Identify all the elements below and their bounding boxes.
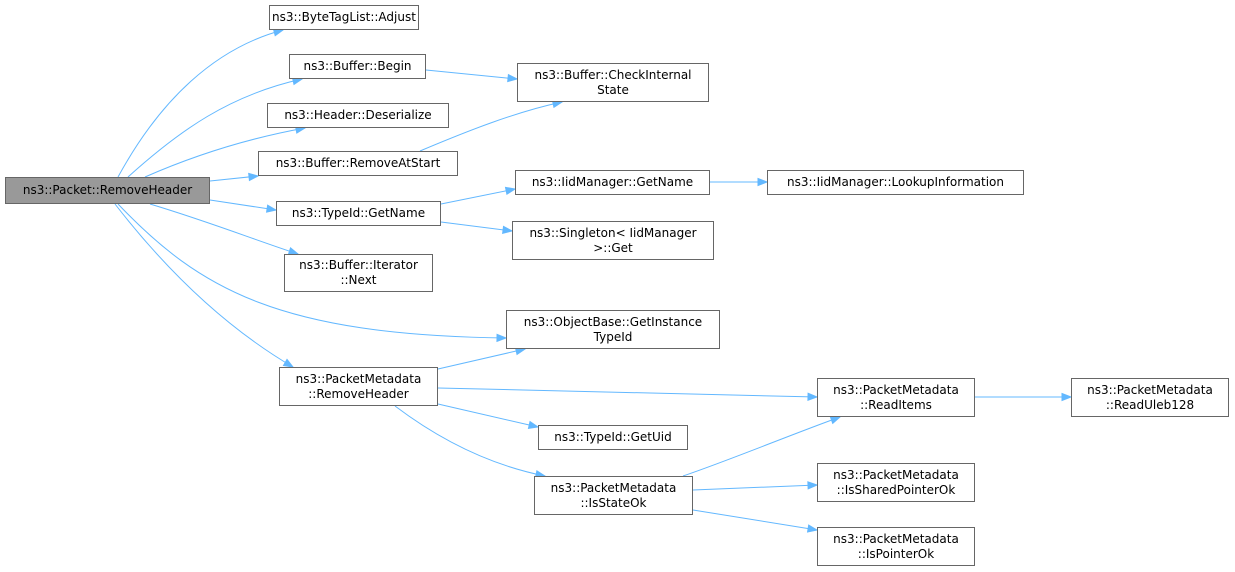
node-bytetaglist-adjust[interactable]: ns3::ByteTagList::Adjust (269, 5, 419, 30)
node-typeid-getuid[interactable]: ns3::TypeId::GetUid (538, 425, 688, 450)
node-packet-removeheader: ns3::Packet::RemoveHeader (5, 177, 210, 204)
node-iidmanager-getname[interactable]: ns3::IidManager::GetName (515, 170, 710, 195)
node-packetmetadata-readitems[interactable]: ns3::PacketMetadata ::ReadItems (817, 378, 975, 417)
node-packetmetadata-isstateok[interactable]: ns3::PacketMetadata ::IsStateOk (534, 476, 693, 515)
arrowhead (248, 172, 260, 182)
arrowhead (527, 420, 540, 429)
node-singleton-iidmanager-get[interactable]: ns3::Singleton< IidManager >::Get (512, 221, 714, 260)
edge-root-to-pm_remove (114, 203, 295, 368)
arrowhead (504, 186, 517, 196)
edge-pm_remove-to-ob_getinst (437, 347, 527, 370)
node-iidmanager-lookupinformation[interactable]: ns3::IidManager::LookupInformation (767, 170, 1024, 195)
edge-pm_remove-to-pm_isstateok (394, 405, 547, 479)
arrowhead (502, 225, 514, 235)
arrowhead (496, 333, 508, 343)
node-buffer-checkinternalstate[interactable]: ns3::Buffer::CheckInternal State (517, 63, 709, 102)
arrowhead (806, 524, 819, 533)
node-packetmetadata-readuleb128[interactable]: ns3::PacketMetadata ::ReadUleb128 (1071, 378, 1229, 417)
arrowhead (265, 204, 278, 213)
edge-root-to-ob_getinst (117, 203, 508, 343)
arrowhead (507, 73, 519, 83)
node-packetmetadata-issharedpointerok[interactable]: ns3::PacketMetadata ::IsSharedPointerOk (817, 463, 975, 502)
arrowhead (282, 358, 295, 368)
edge-root-to-buf_begin (127, 76, 304, 178)
node-packetmetadata-ispointerok[interactable]: ns3::PacketMetadata ::IsPointerOk (817, 527, 975, 566)
node-packetmetadata-removeheader[interactable]: ns3::PacketMetadata ::RemoveHeader (279, 367, 438, 406)
node-objectbase-getinstancetypeid[interactable]: ns3::ObjectBase::GetInstance TypeId (506, 310, 720, 349)
edge-iid_getname-to-iid_lookup (710, 177, 769, 187)
edge-pm_remove-to-pm_readitems (437, 387, 819, 402)
node-buffer-removeatstart[interactable]: ns3::Buffer::RemoveAtStart (258, 151, 458, 176)
node-buffer-iterator-next[interactable]: ns3::Buffer::Iterator ::Next (284, 254, 433, 292)
edge-pm_remove-to-tid_getuid (437, 403, 540, 429)
edge-pm_isstateok-to-pm_isshared (692, 481, 819, 491)
node-header-deserialize[interactable]: ns3::Header::Deserialize (267, 103, 449, 128)
arrowhead (807, 481, 819, 490)
edge-root-to-buf_remove (209, 172, 260, 182)
node-typeid-getname[interactable]: ns3::TypeId::GetName (276, 201, 441, 226)
edge-buf_begin-to-buf_check (425, 69, 519, 83)
node-buffer-begin[interactable]: ns3::Buffer::Begin (289, 54, 426, 79)
arrowhead (807, 392, 819, 402)
edge-pm_isstateok-to-pm_ispointer (692, 509, 819, 533)
edge-root-to-tid_getname (209, 199, 278, 213)
arrowhead (1061, 392, 1073, 402)
edge-pm_readitems-to-pm_readuleb (975, 392, 1073, 402)
arrowhead (829, 416, 842, 425)
edge-tid_getname-to-iid_getname (440, 186, 517, 205)
edge-tid_getname-to-singleton_get (440, 221, 514, 235)
arrowhead (757, 177, 769, 187)
